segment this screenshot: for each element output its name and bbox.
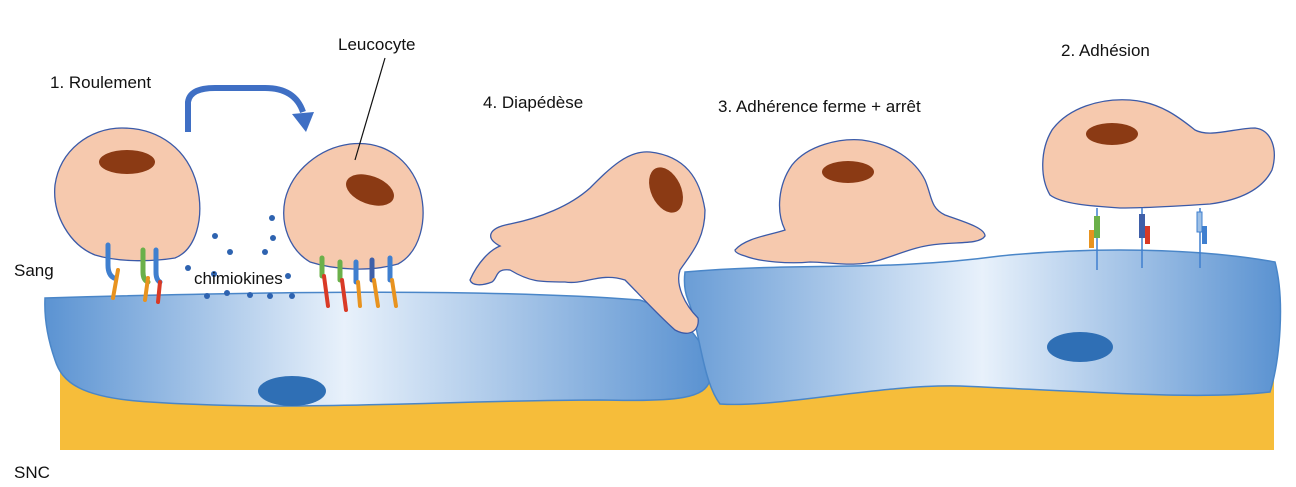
leucocyte-rolling-1 [55, 128, 200, 261]
leucocyte-nucleus-4 [822, 161, 874, 183]
label-diapedese: 4. Diapédèse [483, 93, 583, 112]
label-leucocyte: Leucocyte [338, 35, 416, 54]
leucocyte-rolling-2 [284, 143, 423, 269]
endothelial-nucleus-left [258, 376, 326, 406]
endothelial-cell-left [45, 292, 710, 406]
arrow-head [292, 112, 314, 132]
leucocyte-adhesion [1043, 100, 1275, 208]
leucocyte-nucleus-5 [1086, 123, 1138, 145]
label-adherence: 3. Adhérence ferme + arrêt [718, 97, 921, 116]
label-adhesion: 2. Adhésion [1061, 41, 1150, 60]
label-snc: SNC [14, 463, 50, 482]
leucocyte-nucleus-1 [99, 150, 155, 174]
label-chimiokines: chimiokines [194, 269, 283, 288]
label-sang: Sang [14, 261, 54, 280]
curved-arrow-icon [188, 88, 303, 132]
leucocyte-adherence [735, 140, 985, 264]
endothelial-cell-right [684, 250, 1280, 404]
label-roulement: 1. Roulement [50, 73, 151, 92]
endothelial-nucleus-right [1047, 332, 1113, 362]
